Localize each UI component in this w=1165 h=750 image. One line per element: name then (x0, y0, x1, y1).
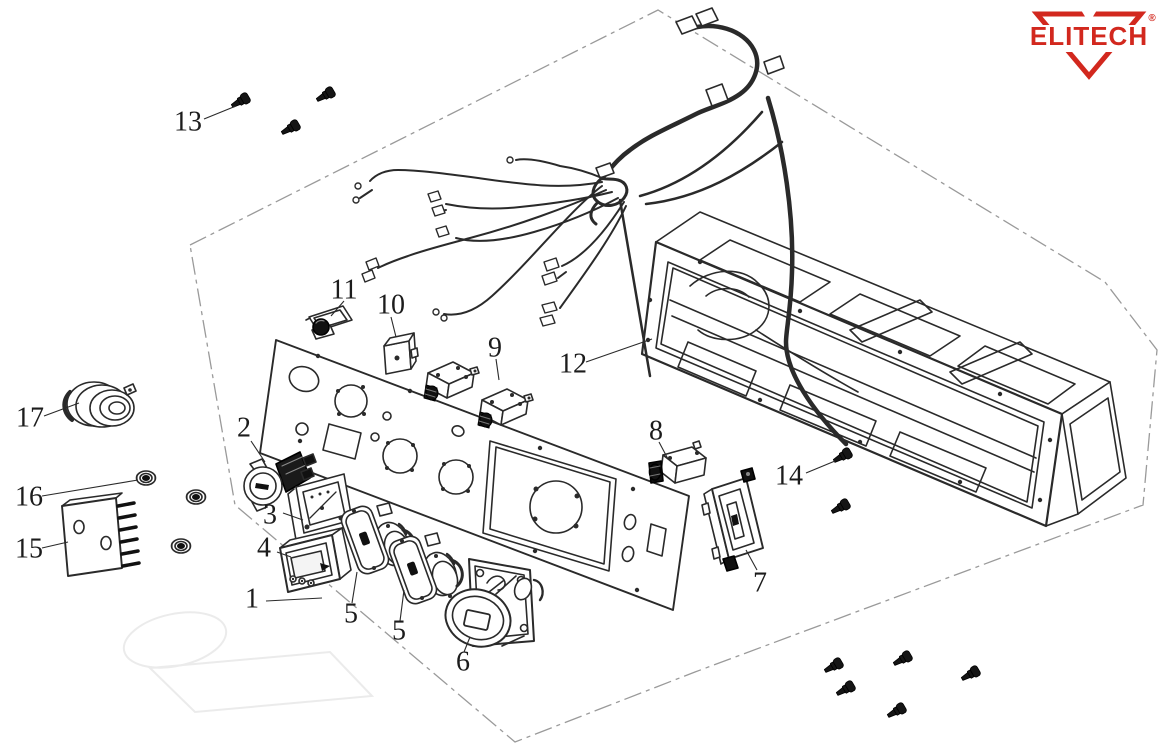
watermark-shape (122, 611, 375, 714)
diagram-boundary (189, 9, 1158, 743)
part-15-module-drawing (61, 492, 141, 577)
callout-leader-9 (495, 358, 500, 381)
part-8-breaker-drawing (648, 440, 707, 484)
callout-leader-16 (41, 479, 139, 497)
brand-logo-text: ELITECH (1030, 21, 1148, 51)
part-16-nut-drawing (170, 538, 192, 554)
part-13-screws-drawing (228, 84, 338, 139)
part-6-socket-drawing (444, 558, 544, 648)
part-number-label-11: 11 (331, 274, 358, 305)
part-number-label-15: 15 (15, 533, 43, 564)
callout-leader-8 (658, 441, 669, 460)
part-number-label-13: 13 (174, 106, 202, 137)
part-16-nut-drawing (185, 489, 207, 505)
part-1-panel-drawing (259, 339, 690, 611)
callout-leader-3 (282, 512, 304, 521)
part-10-cube-drawing (383, 332, 419, 375)
callout-leader-7 (745, 549, 758, 571)
callout-leader-4 (276, 551, 292, 558)
part-number-label-9: 9 (488, 332, 502, 363)
callout-leader-5 (399, 589, 405, 622)
callout-leader-2 (250, 440, 266, 463)
part-11-switch-drawing (305, 305, 353, 340)
callout-leader-6 (463, 636, 471, 653)
callout-leader-5 (351, 571, 358, 604)
callout-leader-14 (805, 460, 836, 474)
part-number-label-7: 7 (753, 567, 767, 598)
callout-leader-11 (330, 300, 345, 317)
part-4-hourmeter-drawing (279, 527, 352, 593)
part-number-label-17: 17 (16, 402, 44, 433)
part-number-label-4: 4 (257, 532, 271, 563)
part-5-socket-right-drawing (385, 531, 464, 608)
brand-registered-mark: ® (1148, 13, 1156, 24)
part-number-label-3: 3 (263, 499, 277, 530)
part-7-breaker-drawing (701, 467, 764, 572)
callout-leader-17 (43, 402, 80, 417)
callout-leader-13 (203, 105, 237, 120)
part-number-label-2: 2 (237, 412, 251, 443)
part-number-label-16: 16 (15, 481, 43, 512)
part-number-label-10: 10 (377, 289, 405, 320)
part-number-label-5: 5 (392, 615, 406, 646)
part-number-label-6: 6 (456, 646, 470, 677)
part-17-cap-drawing (62, 381, 137, 428)
part-number-label-8: 8 (649, 415, 663, 446)
brand-logo: ELITECH ® (1024, 10, 1156, 80)
part-number-label-14: 14 (775, 460, 803, 491)
part-16-nut-drawing (135, 470, 157, 486)
callout-leader-1 (265, 597, 323, 602)
part-9-breaker-left-drawing (423, 361, 480, 402)
callout-leader-12 (585, 338, 653, 363)
part-2-keyswitch-drawing (243, 451, 317, 512)
callout-leader-15 (41, 541, 69, 549)
part-number-label-5: 5 (344, 598, 358, 629)
wiring-harness-drawing (352, 7, 849, 447)
part-number-label-12: 12 (559, 348, 587, 379)
part-9-breaker-right-drawing (477, 388, 534, 429)
part-12-housing-drawing (640, 211, 1127, 528)
part-number-label-1: 1 (245, 583, 259, 614)
callout-leader-10 (390, 316, 397, 338)
